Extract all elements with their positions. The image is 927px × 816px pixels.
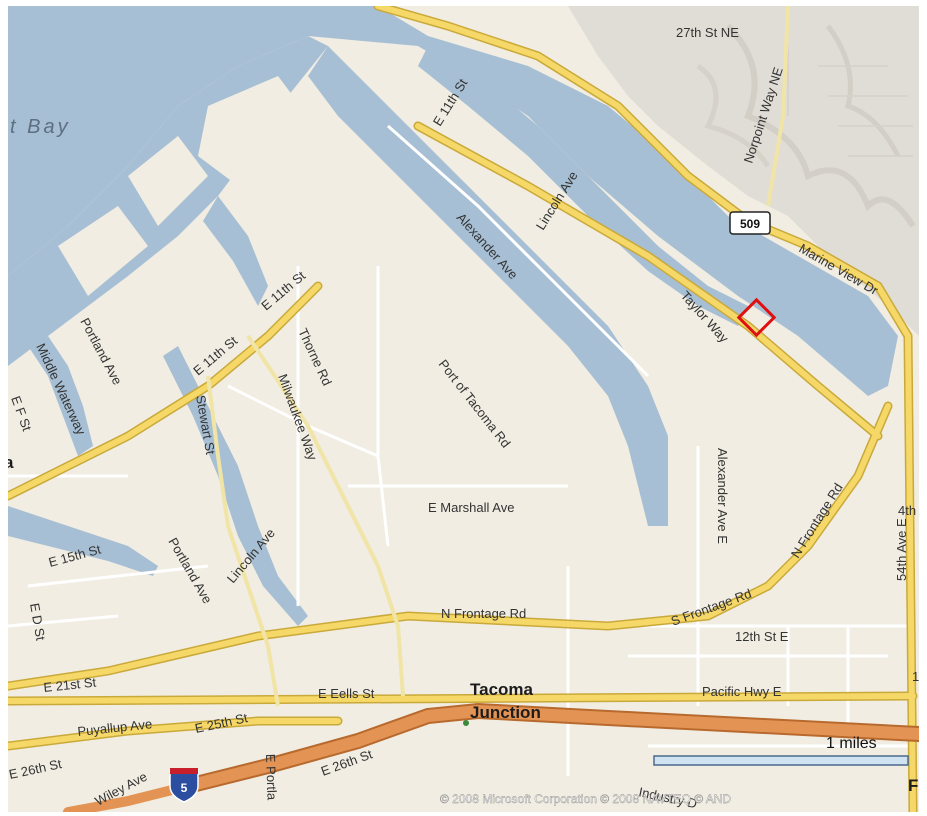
place-label-4th: 4th xyxy=(898,503,916,518)
street-label-54th-ave-e: 54th Ave E xyxy=(894,518,909,581)
street-label-e-eells-st: E Eells St xyxy=(318,686,375,701)
street-label-e-21st-st: E 21st St xyxy=(43,675,97,695)
place-dot xyxy=(463,720,469,726)
piers xyxy=(58,76,308,296)
street-label-e-portland: E Portla xyxy=(263,754,280,802)
copyright-text: © 2008 Microsoft Corporation © 2008 NAVT… xyxy=(440,792,731,806)
secondary-roads xyxy=(206,6,790,707)
street-label-27th-st-ne: 27th St NE xyxy=(676,25,739,40)
place-label-tacoma: Tacoma xyxy=(470,680,534,699)
scale-label: 1 miles xyxy=(826,735,877,752)
place-label-f: F xyxy=(908,776,918,795)
water-label-bay: t Bay xyxy=(10,116,71,138)
svg-text:5: 5 xyxy=(181,781,188,795)
street-label-n-frontage-rd-mid: N Frontage Rd xyxy=(441,606,526,621)
place-label-1: 1 xyxy=(912,669,919,684)
location-marker[interactable] xyxy=(736,297,777,338)
map-canvas[interactable]: t Bay 27th St NE E 11th St Norpoint Way … xyxy=(8,6,919,812)
place-label-a: a xyxy=(8,453,14,472)
scale-bar: 1 miles xyxy=(653,735,909,766)
street-label-e-d-st: E D St xyxy=(27,602,48,642)
interstate-5 xyxy=(63,702,919,812)
svg-text:509: 509 xyxy=(740,217,760,231)
place-label-junction: Junction xyxy=(470,703,541,722)
street-label-e-marshall-ave: E Marshall Ave xyxy=(428,500,514,515)
interstate-5-shield: 5 xyxy=(169,768,199,803)
street-label-12th-st-e: 12th St E xyxy=(735,629,789,644)
street-label-pacific-hwy-e: Pacific Hwy E xyxy=(702,684,782,699)
route-509-shield: 509 xyxy=(729,211,771,235)
map-view[interactable]: t Bay 27th St NE E 11th St Norpoint Way … xyxy=(8,6,919,812)
street-label-alexander-ave-e: Alexander Ave E xyxy=(715,448,730,544)
hills-terrain xyxy=(568,6,919,336)
